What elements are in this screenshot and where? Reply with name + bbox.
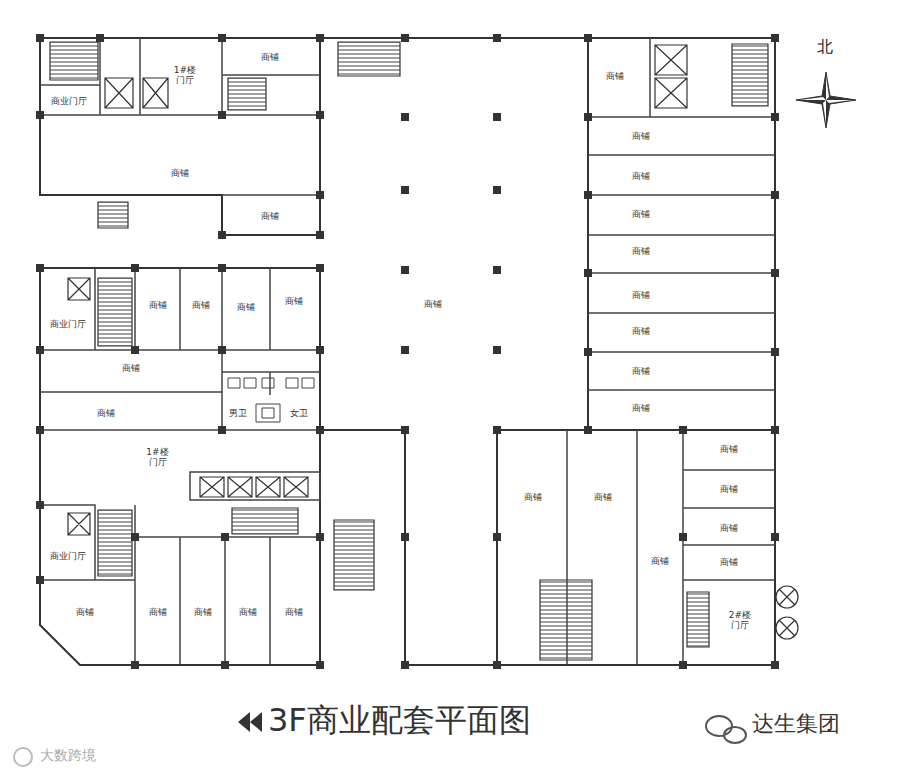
room-area: 商铺 — [600, 232, 682, 270]
room-label: 商铺 — [261, 52, 279, 62]
elevators — [68, 45, 687, 535]
room-label: 女卫 — [290, 408, 308, 418]
plan-caption: 3F商业配套平面图 — [268, 703, 531, 738]
room-label: 商铺 — [171, 168, 189, 178]
room-label: 商铺 — [632, 290, 650, 300]
room-area: 商铺 — [222, 198, 318, 235]
columns — [36, 34, 779, 669]
room-label: 商铺 — [720, 557, 738, 567]
room-area: 商铺 — [600, 352, 682, 390]
room-area: 商铺 — [40, 152, 320, 194]
room-label: 商铺 — [632, 131, 650, 141]
room-area: 商铺 — [637, 544, 683, 578]
caption-arrows — [238, 712, 262, 732]
room-area: 商铺 — [222, 40, 318, 75]
room-label: 商铺 — [632, 366, 650, 376]
room-label: 商铺 — [424, 299, 442, 309]
room-area: 1#楼 门厅 — [167, 58, 203, 92]
room-area: 商铺 — [222, 290, 270, 324]
room-area: 商铺 — [600, 389, 682, 427]
compass-highlight — [800, 76, 852, 124]
room-label: 商铺 — [632, 246, 650, 256]
room-area: 商铺 — [600, 157, 682, 195]
room-label: 商铺 — [632, 209, 650, 219]
room-area: 商铺 — [500, 480, 566, 514]
room-label: 1#楼 门厅 — [145, 447, 171, 468]
room-label: 商铺 — [720, 484, 738, 494]
room-area: 商铺 — [360, 286, 506, 322]
room-area: 商铺 — [270, 595, 318, 629]
room-area: 商铺 — [45, 595, 125, 629]
room-label: 商铺 — [594, 492, 612, 502]
compass-star — [796, 72, 856, 128]
room-area: 商业门厅 — [40, 86, 98, 116]
toilet-fixtures — [228, 378, 314, 422]
room-area: 女卫 — [284, 405, 314, 421]
watermark-logo — [14, 748, 32, 766]
room-area: 商铺 — [686, 510, 772, 546]
room-label: 商铺 — [97, 408, 115, 418]
room-label: 商铺 — [651, 556, 669, 566]
watermark: 大数跨境 — [40, 748, 96, 763]
room-label: 商业门厅 — [50, 551, 86, 561]
room-area: 商铺 — [686, 432, 772, 466]
room-label: 商铺 — [285, 296, 303, 306]
room-label: 商铺 — [122, 363, 140, 373]
room-area: 商铺 — [600, 312, 682, 350]
room-area: 商铺 — [135, 288, 180, 322]
room-label: 商铺 — [720, 444, 738, 454]
room-area: 商业门厅 — [40, 540, 96, 572]
room-area: 商铺 — [40, 400, 172, 426]
room-area: 1#楼 门厅 — [135, 440, 180, 474]
room-label: 商铺 — [720, 523, 738, 533]
room-label: 商铺 — [149, 300, 167, 310]
room-label: 商铺 — [632, 403, 650, 413]
room-label: 商铺 — [237, 302, 255, 312]
room-label: 商铺 — [285, 607, 303, 617]
room-label: 商铺 — [632, 326, 650, 336]
room-label: 1#楼 门厅 — [172, 65, 198, 86]
room-area: 商业门厅 — [40, 306, 96, 342]
room-label: 商铺 — [194, 607, 212, 617]
room-area: 2#楼 门厅 — [712, 602, 768, 638]
room-area: 商铺 — [686, 472, 772, 506]
room-label: 男卫 — [229, 408, 247, 418]
room-area: 商铺 — [686, 546, 772, 578]
room-label: 商铺 — [632, 171, 650, 181]
wechat-icon — [706, 716, 746, 743]
room-area: 商铺 — [600, 117, 682, 155]
room-label: 商铺 — [261, 211, 279, 221]
room-label: 商铺 — [149, 607, 167, 617]
north-mark: 北 — [817, 38, 833, 56]
room-area: 商铺 — [180, 288, 222, 322]
room-area: 男卫 — [224, 405, 252, 421]
room-label: 2#楼 门厅 — [727, 610, 753, 631]
room-area: 商铺 — [225, 595, 270, 629]
elevator-round — [776, 586, 798, 639]
watermark: 达生集团 — [752, 712, 840, 736]
room-label: 商铺 — [239, 607, 257, 617]
room-area: 商铺 — [180, 595, 225, 629]
room-area: 商铺 — [135, 595, 180, 629]
room-area: 商铺 — [40, 354, 222, 382]
room-label: 商业门厅 — [51, 96, 87, 106]
room-label: 商铺 — [606, 71, 624, 81]
room-label: 商业门厅 — [50, 319, 86, 329]
room-area: 商铺 — [600, 195, 682, 233]
room-label: 商铺 — [192, 300, 210, 310]
room-label: 商铺 — [524, 492, 542, 502]
room-area: 商铺 — [570, 480, 636, 514]
room-area: 商铺 — [270, 284, 318, 318]
room-area: 商铺 — [588, 58, 642, 94]
room-area: 商铺 — [600, 276, 682, 314]
room-label: 商铺 — [76, 607, 94, 617]
